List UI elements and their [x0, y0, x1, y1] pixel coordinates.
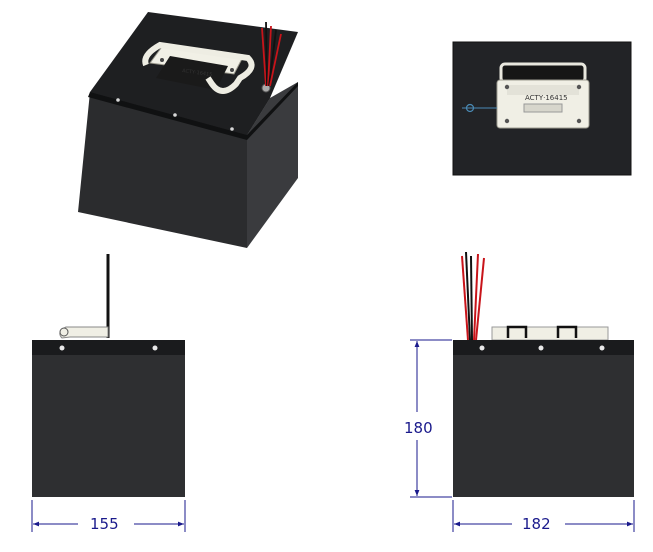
- front-body-top: [32, 340, 185, 355]
- side-handle: [491, 325, 609, 341]
- top-grommet: [465, 103, 475, 113]
- side-hole: [479, 345, 485, 351]
- handle-screw: [576, 84, 582, 90]
- top-view: ACTY·16415: [452, 41, 632, 176]
- handle-screw: [504, 84, 510, 90]
- handle-screw: [504, 118, 510, 124]
- dimension-label-180: 180: [404, 419, 433, 437]
- side-hole: [538, 345, 544, 351]
- isometric-view: ACTY·16415: [78, 12, 298, 248]
- top-handle-text: ACTY·16415: [525, 94, 568, 102]
- handle-screw: [576, 118, 582, 124]
- top-handle: ACTY·16415: [496, 62, 590, 129]
- iso-handle: ACTY·16415: [142, 41, 255, 94]
- front-hole: [152, 345, 158, 351]
- front-view: 155: [31, 254, 186, 533]
- side-body: [453, 355, 634, 497]
- front-body: [32, 355, 185, 497]
- iso-wires: [261, 21, 282, 87]
- side-hole: [599, 345, 605, 351]
- iso-rim-hole: [230, 127, 234, 131]
- iso-handle-text: ACTY·16415: [182, 68, 213, 78]
- side-body-top: [453, 340, 634, 355]
- dimension-width-front: 155: [31, 500, 186, 533]
- dimension-label-155: 155: [90, 515, 119, 533]
- side-view: 180 182: [404, 251, 635, 533]
- iso-rim-hole: [116, 98, 120, 102]
- side-wires: [461, 251, 485, 341]
- front-hole: [59, 345, 65, 351]
- dimension-label-182: 182: [522, 515, 551, 533]
- dimension-height-side: 180: [404, 339, 452, 498]
- iso-rim-hole: [173, 113, 177, 117]
- dimension-width-side: 182: [452, 500, 635, 533]
